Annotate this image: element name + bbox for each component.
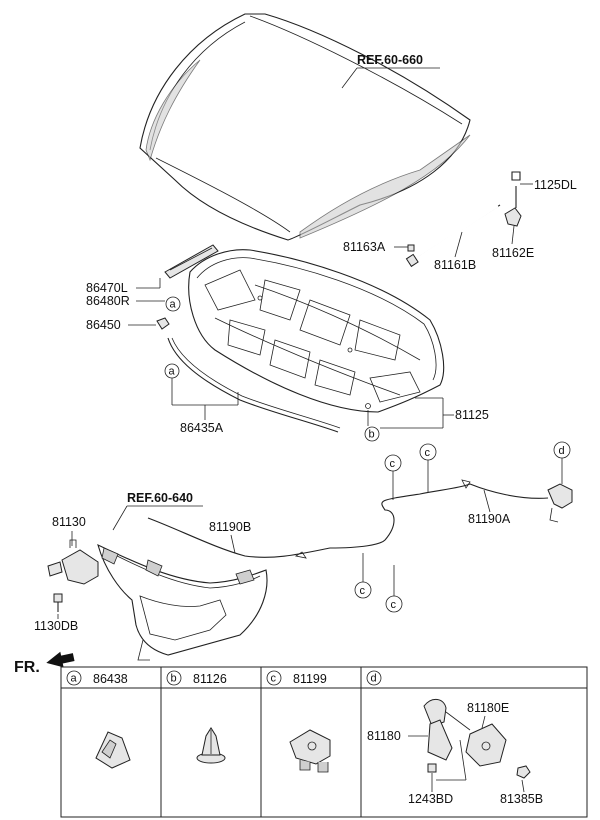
hood-inner-frame [188, 249, 445, 413]
release-cable [147, 479, 549, 559]
callout-c-2: c [419, 443, 437, 461]
table-part-86438: 86438 [93, 672, 128, 686]
hood-latch [47, 539, 99, 585]
svg-text:c: c [391, 599, 397, 611]
bracket-81199-icon [289, 729, 331, 773]
svg-text:c: c [390, 458, 396, 470]
ref-panel-label: REF.60-640 [127, 491, 193, 505]
part-81130: 81130 [52, 515, 86, 529]
svg-text:b: b [171, 673, 177, 685]
part-86450: 86450 [86, 318, 121, 332]
release-handle [547, 483, 573, 523]
part-1125DL: 1125DL [534, 178, 577, 192]
svg-text:a: a [170, 299, 177, 311]
callout-d-cable: d [553, 441, 571, 459]
part-81163A: 81163A [343, 240, 386, 254]
callout-a-upper: a [165, 296, 181, 312]
front-direction-label: FR. [14, 659, 40, 676]
part-1243BD: 1243BD [408, 792, 453, 806]
part-86435A: 86435A [180, 421, 224, 435]
parts-table [60, 666, 588, 818]
clip-86438-icon [95, 731, 131, 769]
table-header-b: b 81126 [166, 670, 227, 686]
svg-text:b: b [369, 429, 375, 441]
front-panel [97, 543, 268, 661]
front-arrow-icon [46, 651, 75, 668]
part-81180: 81180 [367, 729, 401, 743]
svg-text:c: c [425, 447, 431, 459]
part-81125: 81125 [455, 408, 489, 422]
svg-text:a: a [169, 366, 176, 378]
svg-text:d: d [559, 445, 565, 457]
part-81162E: 81162E [492, 246, 534, 260]
part-86480R: 86480R [86, 294, 130, 308]
bolt-1130DB-icon [53, 593, 63, 603]
table-part-81126: 81126 [193, 672, 227, 686]
table-part-81199: 81199 [293, 672, 327, 686]
part-81190A: 81190A [468, 512, 511, 526]
hood-panel [139, 13, 471, 241]
part-86470L: 86470L [86, 281, 128, 295]
table-header-c: c 81199 [266, 670, 327, 686]
svg-text:c: c [271, 673, 277, 685]
callout-b-81125: b [364, 426, 380, 442]
callout-c-4: c [385, 595, 403, 613]
part-81180E: 81180E [467, 701, 509, 715]
ref-hood-label: REF.60-660 [357, 53, 423, 67]
callout-a-lower: a [164, 363, 180, 379]
hood-seal-strip [164, 244, 219, 279]
svg-text:a: a [71, 673, 78, 685]
part-1130DB: 1130DB [34, 619, 78, 633]
callout-c-3: c [354, 581, 372, 599]
part-81190B: 81190B [209, 520, 251, 534]
clip-86450-icon [156, 317, 170, 330]
part-81385B: 81385B [500, 792, 543, 806]
svg-text:d: d [371, 673, 377, 685]
rivet-81126-icon [196, 727, 226, 764]
latch-assembly-icon [423, 699, 531, 779]
gas-strut [405, 171, 522, 268]
part-81161B: 81161B [434, 258, 476, 272]
table-header-a: a 86438 [66, 670, 128, 686]
svg-text:c: c [360, 585, 366, 597]
hood-weatherstrip [167, 337, 339, 433]
table-header-d: d [366, 670, 382, 686]
callout-c-1: c [384, 454, 402, 472]
